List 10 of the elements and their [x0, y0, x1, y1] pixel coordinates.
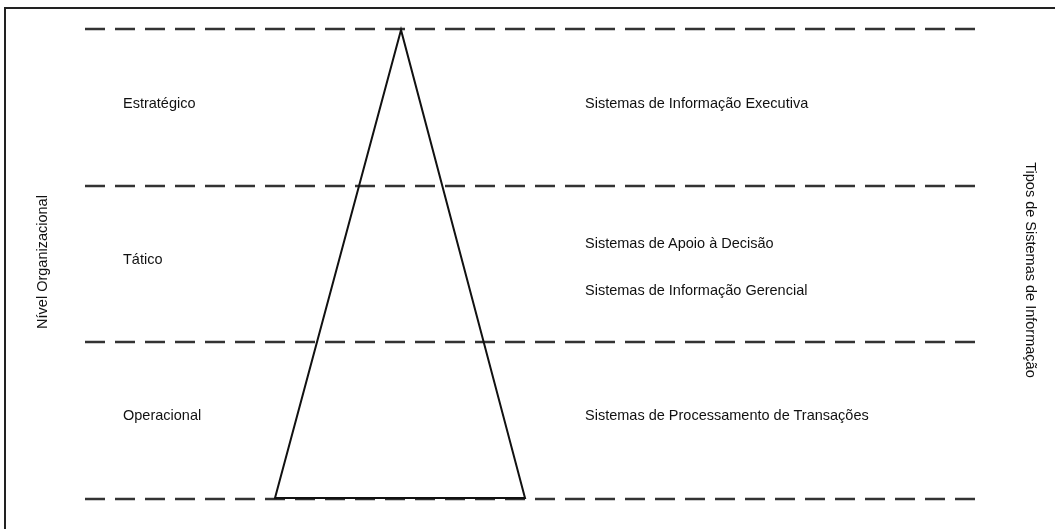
pyramid-triangle	[273, 26, 527, 499]
level-label: Operacional	[123, 406, 202, 424]
system-type-label: Sistemas de Apoio à Decisão	[585, 234, 774, 252]
axis-title: Nível Organizacional	[32, 195, 51, 329]
system-type-label: Sistemas de Processamento de Transações	[585, 406, 869, 424]
level-label: Tático	[123, 250, 163, 268]
system-type-label: Sistemas de Informação Executiva	[585, 94, 809, 112]
level-label: Estratégico	[123, 94, 196, 112]
system-type-label: Sistemas de Informação Gerencial	[585, 281, 808, 299]
axis-title: Tipos de Sistemas de Informação	[1021, 162, 1040, 378]
